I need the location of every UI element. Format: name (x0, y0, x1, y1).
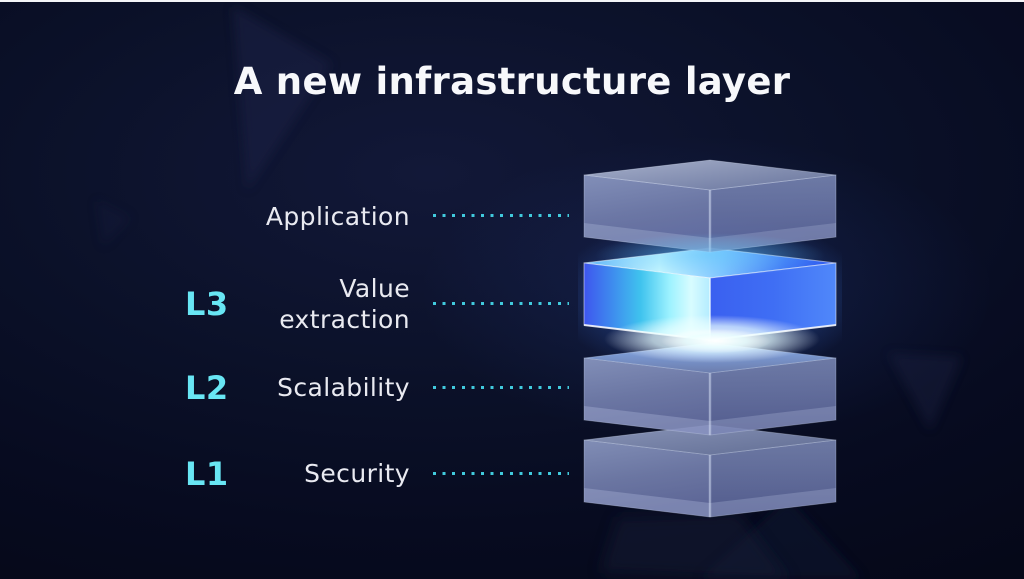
leader-dots-value-extraction (433, 302, 569, 305)
layer-name-application: Application (265, 202, 410, 232)
screenshot-top-border (0, 0, 1024, 2)
layer-name-value-extraction: Value extraction (279, 273, 410, 334)
layer-level-l1: L1 (185, 455, 229, 493)
box-security-layer (583, 424, 837, 518)
leader-dots-application (433, 214, 569, 217)
layer-name-security: Security (304, 459, 410, 489)
layer-row-value-extraction: L3 Value extraction (160, 264, 410, 344)
layer-level-l3: L3 (185, 285, 229, 323)
layer-row-scalability: L2 Scalability (160, 348, 410, 428)
layer-name-scalability: Scalability (277, 373, 410, 403)
layer-row-security: L1 Security (160, 434, 410, 514)
stack-floor-shadow (600, 513, 789, 579)
highlight-top-spill-glow (595, 233, 825, 277)
layer-stack-graphic (578, 159, 842, 579)
leader-dots-security (433, 472, 569, 475)
leader-dots-scalability (433, 386, 569, 389)
slide-title: A new infrastructure layer (233, 60, 791, 103)
layer-row-application: Application (160, 177, 410, 257)
layer-level-l2: L2 (185, 369, 229, 407)
highlight-bottom-glow-core (661, 329, 771, 353)
